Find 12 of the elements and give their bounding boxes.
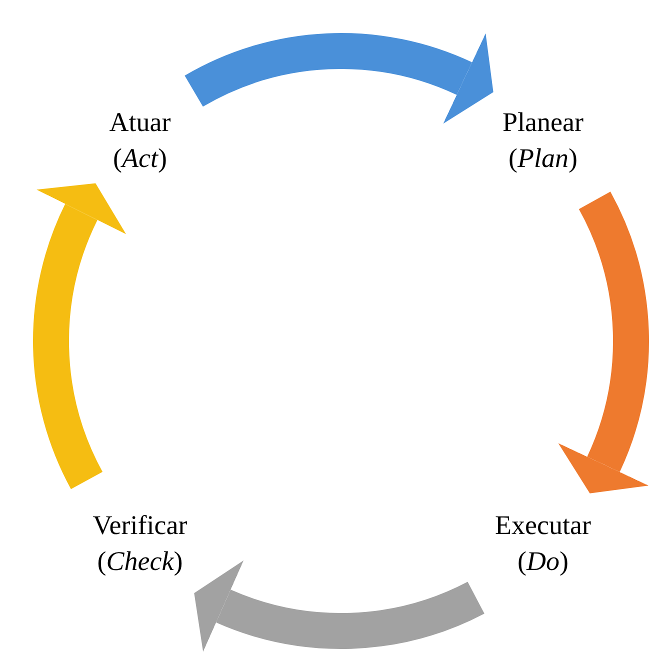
stage-name: Planear — [502, 106, 584, 139]
curved-arrow — [193, 559, 484, 653]
stage-name: Executar — [495, 509, 591, 542]
stage-english-term: (Plan) — [508, 142, 578, 175]
stage-name: Verificar — [92, 509, 188, 542]
stage-name: Atuar — [109, 106, 171, 139]
curved-arrow — [186, 32, 494, 125]
stage-english-term: (Do) — [516, 545, 570, 578]
stage-english-term: (Check) — [96, 545, 184, 578]
stage-english-term: (Act) — [112, 142, 168, 175]
curved-arrow — [33, 182, 128, 488]
curved-arrow — [557, 192, 650, 494]
